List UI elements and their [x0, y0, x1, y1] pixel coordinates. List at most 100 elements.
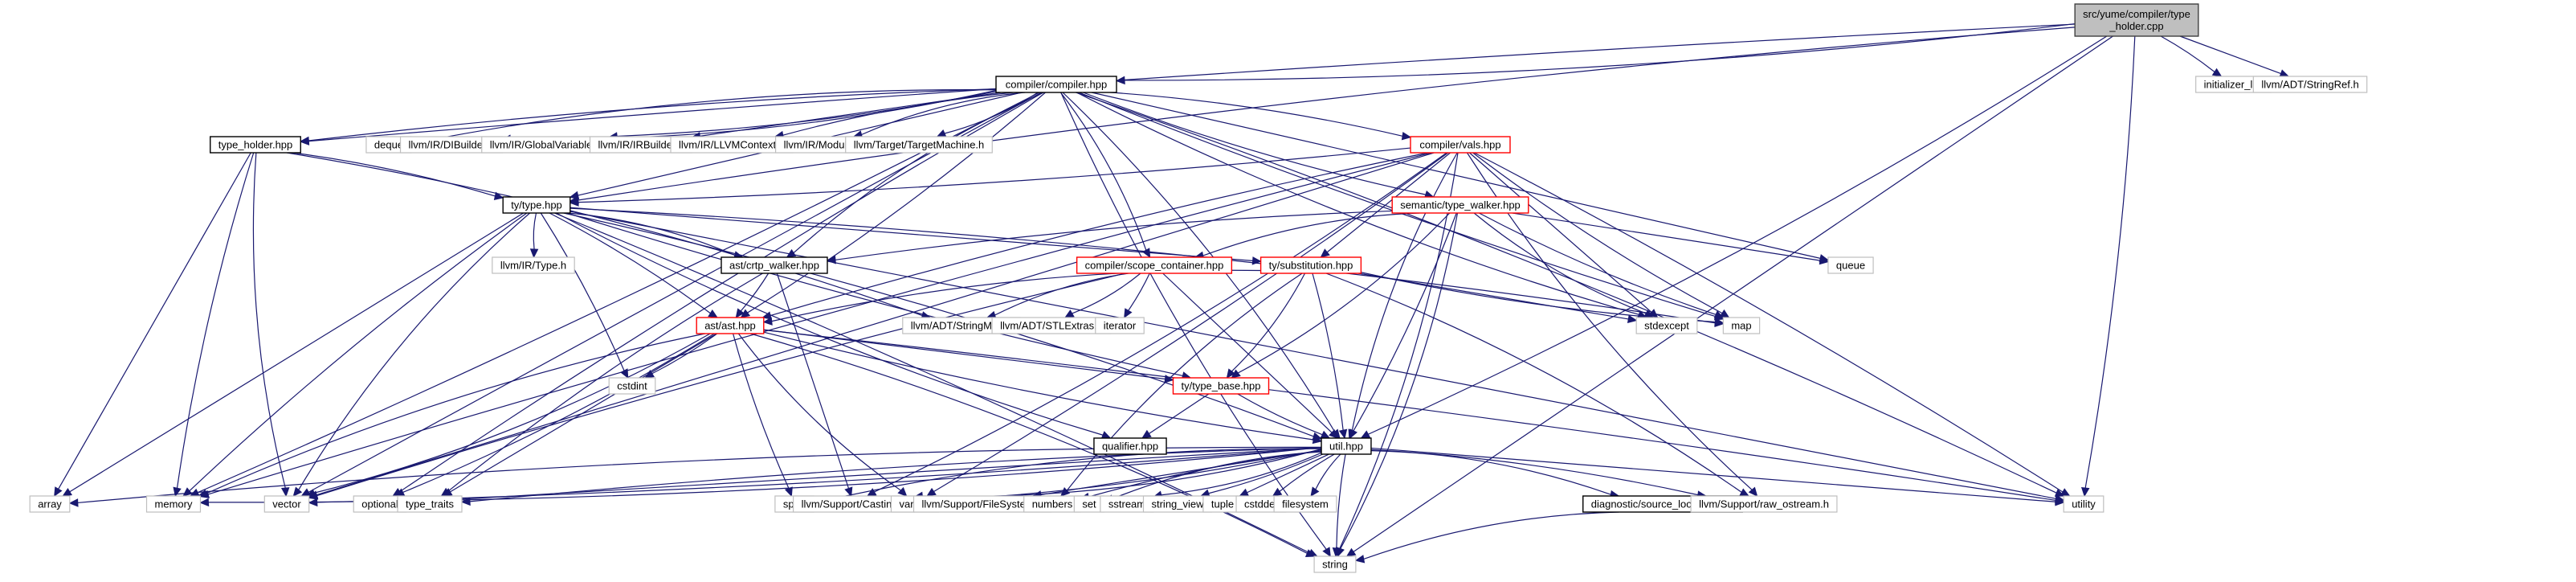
edge-compiler_hpp-to-memory	[197, 92, 1040, 494]
arrowhead-vals_hpp-to-variant	[926, 487, 937, 497]
edge-vals_hpp-to-variant	[933, 152, 1449, 493]
node-label: optional	[361, 498, 398, 510]
node-label: llvm/IR/Type.h	[500, 260, 566, 272]
arrowhead-vals_hpp-to-ast_hpp	[761, 311, 772, 320]
edge-ast_hpp-to-cstdint	[651, 333, 718, 375]
node-label: queue	[1836, 260, 1865, 272]
edge-vals_hpp-to-memory	[207, 152, 1432, 495]
node-crtp_walker_hpp[interactable]: ast/crtp_walker.hpp	[721, 256, 828, 274]
node-label: numbers	[1032, 498, 1073, 510]
node-vals_hpp[interactable]: compiler/vals.hpp	[1410, 136, 1511, 154]
node-box	[845, 136, 993, 154]
edge-util_hpp-to-set	[1112, 451, 1322, 500]
arrowhead-root-to-utility	[2080, 486, 2090, 498]
edge-compiler_hpp-to-llvmcontext	[782, 92, 1014, 136]
edge-type_walker_hpp-to-crtp_walker_hpp	[835, 210, 1393, 260]
node-label: llvm/ADT/StringMap.h	[911, 320, 1012, 332]
edge-compiler_hpp-to-queue	[1091, 92, 1821, 259]
edge-type_hpp-to-map	[569, 207, 1716, 324]
arrowhead-type_hpp-to-qualifier_hpp	[1100, 431, 1112, 439]
node-box	[492, 256, 575, 274]
node-box	[1827, 256, 1874, 274]
node-root[interactable]: src/yume/compiler/type_holder.cpp	[2074, 3, 2199, 37]
node-type_base_hpp[interactable]: ty/type_base.hpp	[1172, 377, 1270, 395]
node-label: llvm/IR/Module.h	[784, 139, 862, 151]
node-type_walker_hpp[interactable]: semantic/type_walker.hpp	[1391, 196, 1529, 214]
node-label: filesystem	[1282, 498, 1329, 510]
edge-type_walker_hpp-to-util_hpp	[1353, 212, 1457, 432]
node-qualifier_hpp[interactable]: qualifier.hpp	[1093, 437, 1167, 455]
arrowhead-vals_hpp-to-substitution_hpp	[1320, 248, 1330, 258]
edge-vals_hpp-to-utility	[1474, 152, 2064, 493]
edge-scope_container_hpp-to-iterator	[1128, 273, 1150, 311]
arrowhead-type_hpp-to-memory	[182, 487, 193, 497]
node-numbers: numbers	[1023, 495, 1081, 513]
node-box	[1076, 256, 1233, 274]
edge-util_hpp-to-vector	[316, 447, 1322, 503]
edge-compiler_hpp-to-deque	[418, 89, 997, 143]
arrowhead-crtp_walker_hpp-to-casting	[844, 486, 853, 498]
node-box	[696, 317, 765, 334]
edge-type_hpp-to-vector	[298, 212, 531, 490]
node-util_hpp[interactable]: util.hpp	[1321, 437, 1372, 455]
edge-type_holder_hpp-to-type_hpp	[292, 152, 496, 197]
edge-type_hpp-to-type_base_hpp	[566, 212, 1183, 377]
node-scope_container_hpp[interactable]: compiler/scope_container.hpp	[1076, 256, 1233, 274]
arrowhead-util_hpp-to-cstddef	[1272, 487, 1283, 497]
node-llvm_type: llvm/IR/Type.h	[492, 256, 575, 274]
edge-ast_hpp-to-type_traits	[450, 333, 717, 493]
edge-ast_hpp-to-utility	[763, 329, 2056, 502]
edge-compiler_hpp-to-vals_hpp	[1110, 92, 1403, 137]
edge-util_hpp-to-filesystem	[1315, 453, 1341, 490]
node-array: array	[29, 495, 71, 513]
edge-util_hpp-to-string	[1336, 453, 1346, 549]
node-ast_hpp[interactable]: ast/ast.hpp	[696, 317, 765, 334]
node-compiler_hpp[interactable]: compiler/compiler.hpp	[995, 76, 1117, 93]
edge-vals_hpp-to-substitution_hpp	[1326, 152, 1451, 253]
node-utility: utility	[2063, 495, 2104, 513]
arrowhead-type_holder_hpp-to-vector	[280, 487, 290, 498]
arrowhead-substitution_hpp-to-ast_hpp	[762, 317, 773, 326]
node-label: ty/substitution.hpp	[1269, 260, 1353, 272]
edge-type_base_hpp-to-qualifier_hpp	[1149, 393, 1210, 434]
node-set: set	[1073, 495, 1105, 513]
arrowhead-compiler_hpp-to-type_holder_hpp	[300, 136, 310, 146]
node-box	[1722, 317, 1761, 334]
node-label: memory	[155, 498, 193, 510]
edge-substitution_hpp-to-util_hpp	[1312, 273, 1344, 431]
edge-vals_hpp-to-util_hpp	[1351, 152, 1458, 431]
node-box	[1093, 437, 1167, 455]
node-box	[608, 377, 656, 395]
edge-type_holder_hpp-to-array	[58, 152, 251, 490]
node-label: ast/crtp_walker.hpp	[729, 260, 819, 272]
arrowhead-vals_hpp-to-casting	[866, 488, 877, 497]
edge-type_walker_hpp-to-type_base_hpp	[1237, 212, 1451, 374]
node-box	[210, 136, 301, 154]
node-label: string	[1322, 559, 1348, 571]
edge-compiler_hpp-to-type_holder_hpp	[308, 88, 997, 141]
arrowhead-substitution_hpp-to-type_base_hpp	[1226, 368, 1235, 379]
node-label: llvm/IR/IRBuilder.h	[598, 139, 684, 151]
edge-scope_container_hpp-to-stlextras	[1072, 273, 1141, 314]
edge-ast_hpp-to-vector	[313, 333, 711, 494]
node-label: llvm/IR/DIBuilder.h	[409, 139, 495, 151]
arrowhead-crtp_walker_hpp-to-ast_hpp	[735, 308, 745, 318]
edge-type_walker_hpp-to-stdexcept	[1473, 212, 1647, 314]
arrowhead-vals_hpp-to-type_hpp	[569, 198, 579, 207]
node-label: tuple	[1211, 498, 1234, 510]
node-box	[1321, 437, 1372, 455]
node-targetmachine: llvm/Target/TargetMachine.h	[845, 136, 993, 154]
node-type_holder_hpp[interactable]: type_holder.hpp	[210, 136, 301, 154]
edge-type_holder_hpp-to-vector	[252, 152, 286, 489]
node-memory: memory	[145, 495, 202, 513]
node-type_hpp[interactable]: ty/type.hpp	[502, 196, 571, 214]
edge-type_hpp-to-cstdint	[540, 212, 625, 371]
node-substitution_hpp[interactable]: ty/substitution.hpp	[1259, 256, 1362, 274]
edge-vals_hpp-to-vector	[316, 152, 1435, 496]
arrowhead-type_hpp-to-cstdint	[620, 368, 629, 379]
node-label: compiler/scope_container.hpp	[1085, 260, 1224, 272]
edge-crtp_walker_hpp-to-type_traits	[447, 273, 763, 492]
edge-type_hpp-to-llvm_type	[533, 212, 537, 250]
node-box	[2074, 3, 2199, 37]
